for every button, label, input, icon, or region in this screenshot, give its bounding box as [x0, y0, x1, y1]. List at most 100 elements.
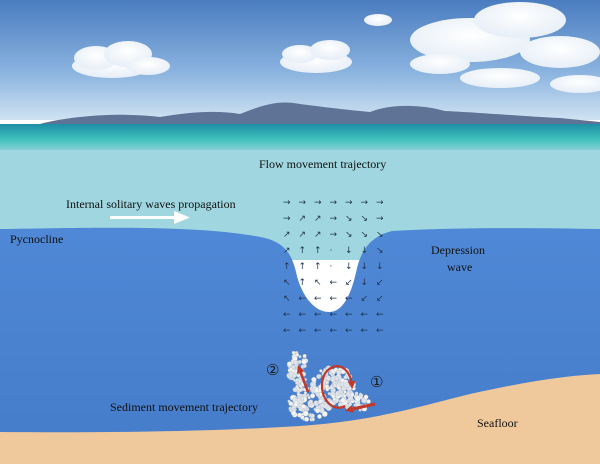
- sediment-particle: [291, 365, 296, 370]
- flow-arrow: ↗: [283, 246, 291, 256]
- sediment-particle: [295, 385, 299, 389]
- depression-label-line2: wave: [447, 260, 472, 274]
- sediment-particle: [331, 394, 336, 399]
- sediment-particle: [328, 371, 333, 375]
- sediment-particle: [318, 399, 323, 404]
- flow-arrow: ←: [361, 310, 369, 320]
- sediment-particle: [288, 401, 294, 406]
- flow-arrow: ↘: [345, 214, 353, 224]
- marker-1: ①: [370, 373, 383, 391]
- sediment-particle: [304, 416, 310, 422]
- sediment-particle: [336, 385, 341, 390]
- sediment-particle: [310, 393, 316, 399]
- flow-arrow: ↓: [376, 262, 384, 272]
- sediment-particle: [363, 394, 369, 400]
- flow-arrow: ↑: [314, 262, 322, 272]
- sediment-particle: [319, 369, 323, 373]
- flow-arrow: ↙: [376, 294, 384, 304]
- sediment-particle: [332, 383, 338, 388]
- sediment-particle: [301, 358, 307, 365]
- sediment-particle: [354, 391, 359, 396]
- flow-arrow: ↓: [361, 278, 369, 288]
- sea-surface: [0, 124, 600, 154]
- flow-arrow: →: [345, 198, 353, 208]
- sediment-particle: [295, 352, 300, 357]
- sediment-particle: [297, 359, 302, 364]
- flow-arrow: ↘: [345, 230, 353, 240]
- flow-arrow: ↑: [299, 246, 307, 256]
- sediment-particle: [359, 392, 362, 396]
- flow-arrow: ↑: [299, 262, 307, 272]
- flow-arrow: ↗: [299, 214, 307, 224]
- sediment-arrow-3: [297, 365, 310, 393]
- sediment-particle: [343, 390, 347, 394]
- flow-arrow: ↙: [345, 278, 353, 288]
- flow-arrow: ←: [330, 310, 338, 320]
- flow-arrow: ↑: [283, 262, 291, 272]
- sediment-particle: [292, 373, 297, 378]
- sediment-particle: [359, 395, 363, 400]
- sediment-particle: [327, 392, 331, 396]
- sediment-particle: [298, 355, 302, 359]
- flow-arrow: →: [361, 198, 369, 208]
- sediment-particle: [293, 402, 299, 407]
- sediment-particle: [301, 404, 306, 409]
- flow-arrow: →: [330, 198, 338, 208]
- sediment-particle: [298, 388, 303, 392]
- flow-arrow: →: [299, 198, 307, 208]
- flow-arrow: ←: [314, 326, 322, 336]
- flow-arrow: ←: [314, 310, 322, 320]
- sediment-particle: [315, 392, 320, 397]
- flow-arrow: ←: [283, 326, 291, 336]
- isw-propagation-label: Internal solitary waves propagation: [66, 197, 236, 211]
- flow-arrow: →: [330, 214, 338, 224]
- flow-arrow: ↘: [376, 230, 384, 240]
- sediment-particle: [343, 381, 350, 388]
- sediment-arrow-1: [345, 402, 376, 413]
- sediment-particle: [289, 408, 293, 413]
- sediment-particle: [334, 377, 339, 382]
- propagation-arrow: [110, 211, 190, 224]
- flow-arrow: ↖: [314, 278, 322, 288]
- sediment-particle: [315, 408, 321, 414]
- sediment-particle: [290, 410, 297, 416]
- sediment-particle: [308, 413, 312, 417]
- sediment-particle: [302, 353, 307, 359]
- flow-arrow: ·: [330, 246, 333, 256]
- flow-arrow: ←: [299, 294, 307, 304]
- islands: [40, 102, 600, 126]
- flow-arrow: ←: [314, 294, 322, 304]
- flow-arrow: ←: [345, 326, 353, 336]
- flow-arrow: →: [376, 214, 384, 224]
- sediment-arrows: [297, 364, 376, 413]
- flow-arrow: ←: [330, 326, 338, 336]
- sediment-particle: [291, 350, 296, 355]
- flow-arrow: ←: [283, 310, 291, 320]
- depression-label-line1: Depression: [431, 243, 485, 257]
- flow-arrow: ←: [330, 278, 338, 288]
- seafloor: [0, 374, 600, 464]
- sediment-particle: [321, 411, 328, 417]
- sediment-particle: [324, 380, 330, 385]
- flow-arrow: ←: [376, 326, 384, 336]
- sediment-particle: [348, 402, 353, 407]
- sediment-trajectory-label: Sediment movement trajectory: [110, 400, 258, 414]
- sediment-particle: [298, 379, 302, 383]
- sediment-particle: [340, 397, 346, 403]
- flow-arrow: ↓: [345, 246, 353, 256]
- flow-arrow: ←: [330, 294, 338, 304]
- flow-arrow: →: [376, 198, 384, 208]
- flow-arrow: ↘: [376, 246, 384, 256]
- flow-arrow: ←: [345, 310, 353, 320]
- flow-arrow: ←: [376, 310, 384, 320]
- pycnocline-label: Pycnocline: [10, 232, 63, 246]
- sediment-particle: [303, 391, 308, 395]
- sediment-particle: [286, 361, 292, 367]
- flow-trajectory-label: Flow movement trajectory: [259, 157, 386, 171]
- flow-arrow: →: [330, 230, 338, 240]
- flow-arrow: ↙: [361, 294, 369, 304]
- sediment-particle: [354, 395, 361, 402]
- sediment-particle: [338, 379, 342, 383]
